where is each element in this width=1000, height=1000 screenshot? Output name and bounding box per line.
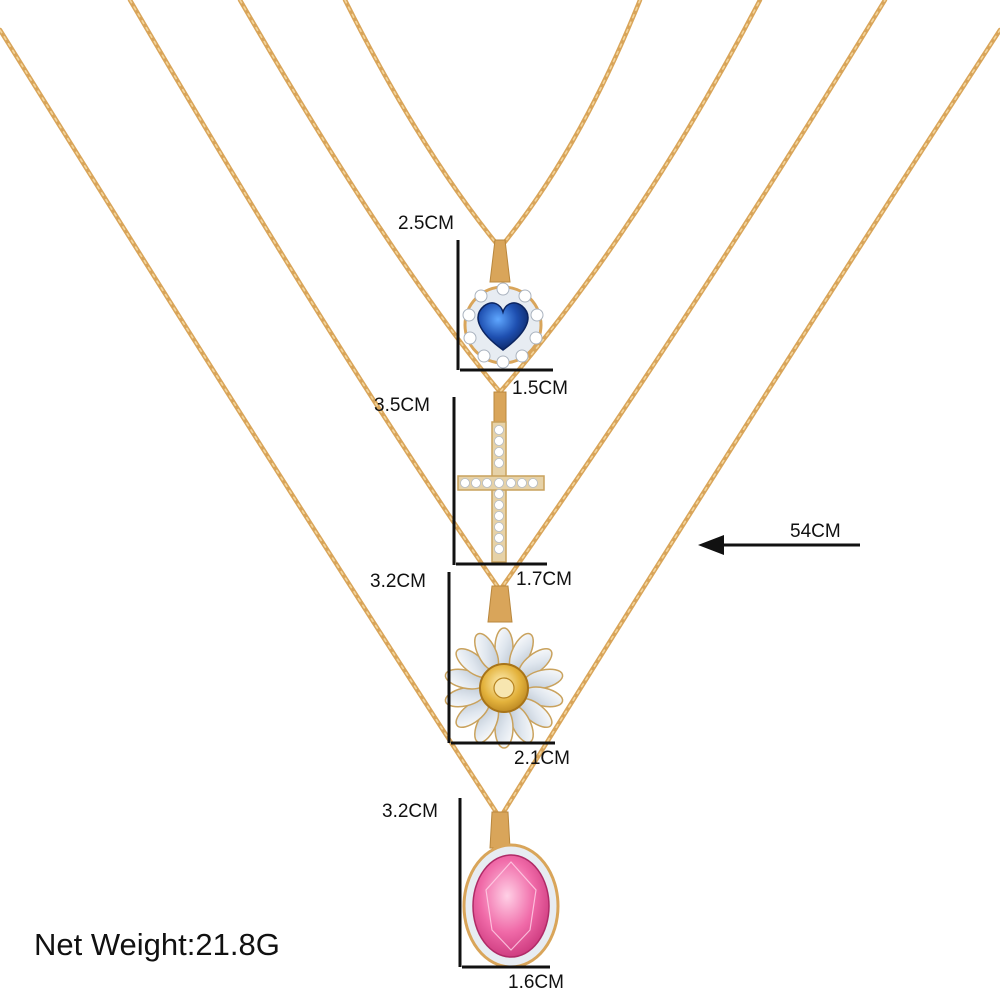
heart-height-label: 2.5CM [398,213,454,234]
heart-pendant [462,239,544,369]
cross-height-label: 3.5CM [374,395,430,416]
arrow-left-icon [698,535,724,555]
dimension-lines [447,240,860,969]
oval-width-label: 1.6CM [508,972,564,993]
oval-pendant [462,811,560,969]
flower-width-label: 2.1CM [514,748,570,769]
chain-1 [342,0,643,251]
flower-height-label: 3.2CM [370,571,426,592]
chain-length-label: 54CM [790,521,841,542]
flower-pendant [444,585,564,749]
net-weight-label: Net Weight:21.8G [34,927,280,962]
oval-stone [472,854,550,958]
oval-height-label: 3.2CM [382,801,438,822]
heart-width-label: 1.5CM [512,378,568,399]
cross-width-label: 1.7CM [516,569,572,590]
heart-stone [477,302,529,351]
flower-petals [444,627,564,749]
cross-pendant [457,391,545,563]
